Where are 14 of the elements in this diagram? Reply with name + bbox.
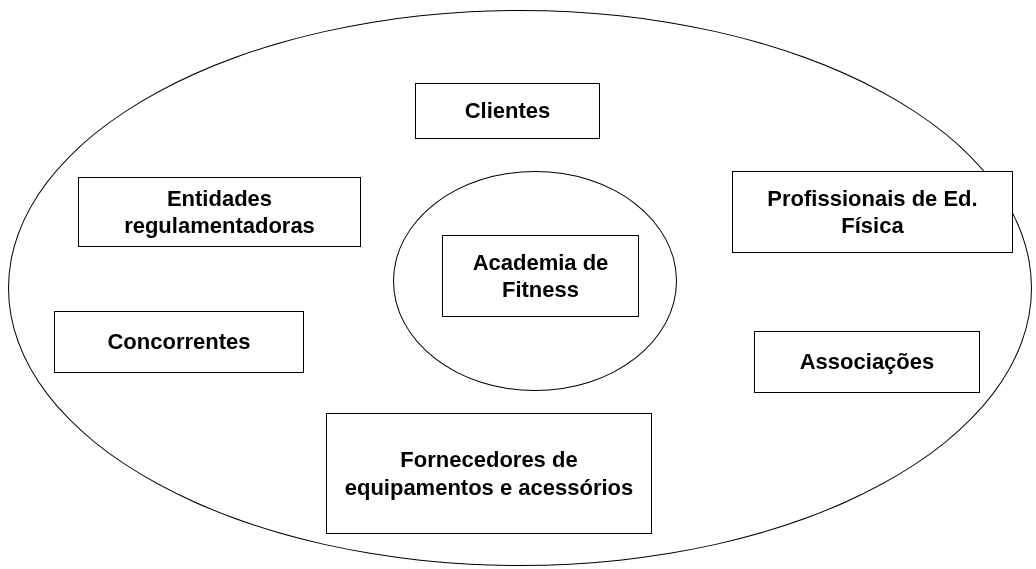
box-text: Concorrentes bbox=[107, 328, 251, 356]
box-text: Entidades regulamentadoras bbox=[123, 184, 316, 240]
text-box bbox=[415, 83, 600, 139]
box-text: Profissionais de Ed. Física bbox=[766, 184, 979, 240]
text-box bbox=[78, 177, 361, 247]
box-text: Fornecedores de equipamentos e acessórios bbox=[343, 446, 635, 501]
text-box bbox=[732, 171, 1013, 253]
text-box bbox=[442, 235, 639, 317]
box-text: Academia de Fitness bbox=[471, 248, 610, 304]
text-box bbox=[754, 331, 980, 393]
box-text: Associações bbox=[799, 348, 935, 376]
text-box bbox=[326, 413, 652, 534]
text-box bbox=[54, 311, 304, 373]
box-text: Clientes bbox=[464, 97, 551, 125]
